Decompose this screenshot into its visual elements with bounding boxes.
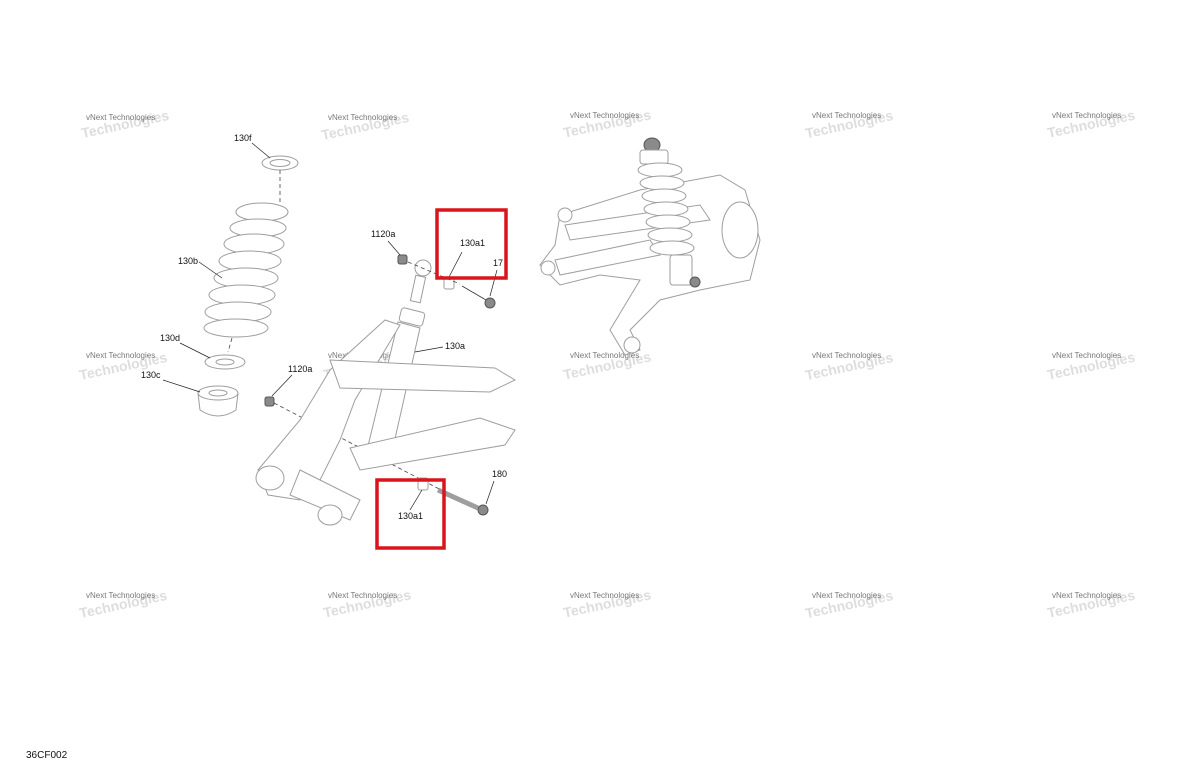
leader-line — [485, 480, 495, 505]
watermark: Technologies vNext Technologies Technolo… — [78, 586, 1137, 621]
nut-1120a-mid — [264, 396, 275, 407]
callout-130c: 130c — [141, 370, 161, 380]
callout-1120a-mid: 1120a — [288, 364, 312, 374]
leader-line — [162, 379, 201, 393]
swing-arm-frame — [255, 319, 517, 526]
svg-text:vNext Technologies: vNext Technologies — [1052, 351, 1121, 360]
assembled-rear-suspension — [539, 174, 761, 356]
nut-1120a-top — [397, 254, 408, 265]
callout-130a1-bottom: 130a1 — [398, 511, 423, 521]
callout-180: 180 — [492, 469, 507, 479]
svg-text:vNext Technologies: vNext Technologies — [86, 351, 155, 360]
callout-130f: 130f — [234, 133, 252, 143]
leader-line — [489, 269, 498, 297]
callout-130d: 130d — [160, 333, 180, 343]
bolt-17 — [461, 285, 496, 309]
callout-130a: 130a — [445, 341, 465, 351]
svg-text:vNext Technologies: vNext Technologies — [812, 111, 881, 120]
svg-text:vNext Technologies: vNext Technologies — [328, 113, 397, 122]
leader-line — [387, 240, 401, 256]
svg-text:vNext Technologies: vNext Technologies — [1052, 111, 1121, 120]
svg-text:vNext Technologies: vNext Technologies — [86, 113, 155, 122]
axis-line — [227, 337, 233, 353]
svg-text:vNext Technologies: vNext Technologies — [570, 111, 639, 120]
coil-spring-130b — [203, 202, 289, 338]
svg-text:vNext Technologies: vNext Technologies — [812, 591, 881, 600]
svg-text:vNext Technologies: vNext Technologies — [570, 591, 639, 600]
svg-text:vNext Technologies: vNext Technologies — [328, 591, 397, 600]
callout-130b: 130b — [178, 256, 198, 266]
leader-line — [179, 342, 211, 359]
leader-line — [448, 251, 463, 278]
highlight-box-130a1-top — [435, 208, 508, 280]
svg-text:vNext Technologies: vNext Technologies — [1052, 591, 1121, 600]
callout-17: 17 — [493, 258, 503, 268]
assembled-shock-with-spring — [637, 137, 701, 288]
adjuster-collar-130c — [197, 385, 239, 417]
svg-text:vNext Technologies: vNext Technologies — [570, 351, 639, 360]
figure-code: 36CF002 — [26, 750, 68, 761]
highlight-box-130a1-bottom — [375, 478, 446, 550]
leader-line — [198, 261, 223, 279]
svg-text:Technologies: Technologies — [80, 107, 171, 141]
leader-line — [271, 374, 293, 397]
washer-130d — [204, 354, 246, 370]
svg-text:vNext Technologies: vNext Technologies — [86, 591, 155, 600]
leader-line — [409, 489, 423, 511]
callout-130a1-top: 130a1 — [460, 238, 485, 248]
leader-line — [251, 142, 271, 159]
leader-line — [414, 346, 444, 353]
axis-line — [407, 261, 461, 285]
spring-retainer-130f — [261, 155, 299, 171]
svg-text:vNext Technologies: vNext Technologies — [812, 351, 881, 360]
callout-1120a-top: 1120a — [371, 229, 395, 239]
